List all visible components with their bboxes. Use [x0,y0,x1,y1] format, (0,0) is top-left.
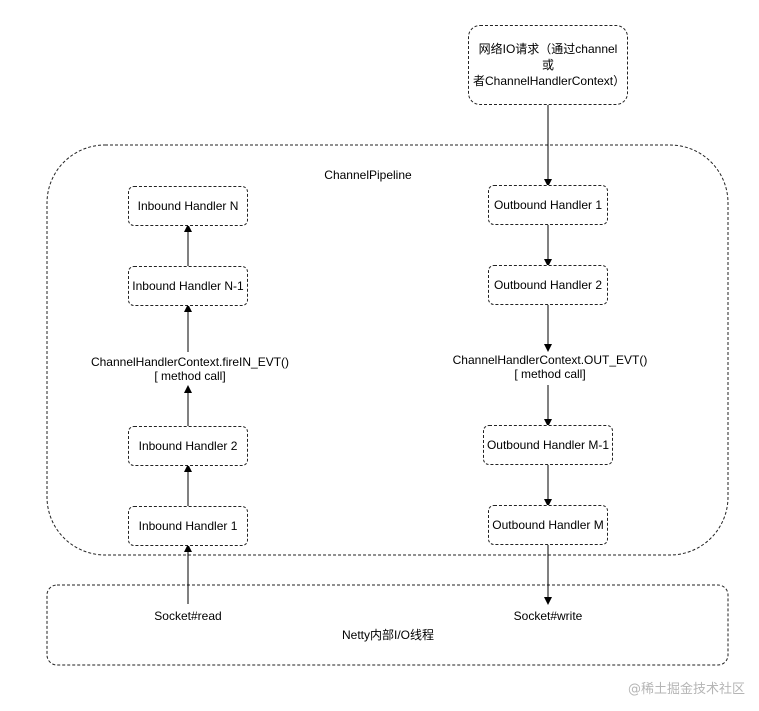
inbound-method-line1: ChannelHandlerContext.fireIN_EVT() [90,355,290,369]
io-thread-title: Netty内部I/O线程 [341,628,434,642]
outbound-handler-m: Outbound Handler M [488,505,608,545]
outbound-method-line1: ChannelHandlerContext.OUT_EVT() [452,353,648,367]
outbound-method-line2: [ method call] [514,367,586,381]
inbound-method-call-label: ChannelHandlerContext.fireIN_EVT() [ met… [83,354,297,384]
socket-read-label: Socket#read [154,609,222,623]
outbound-handler-1: Outbound Handler 1 [488,185,608,225]
socket-write-label: Socket#write [513,609,583,623]
pipeline-region-outline [46,144,729,556]
inbound-handler-n-minus-1: Inbound Handler N-1 [128,266,248,306]
request-box-line1: 网络IO请求（通过channel或 [478,42,618,72]
outbound-handler-2: Outbound Handler 2 [488,265,608,305]
pipeline-title: ChannelPipeline [324,168,412,182]
network-io-request-box: 网络IO请求（通过channel或 者ChannelHandlerContext… [468,25,628,105]
io-thread-region-outline [46,584,729,666]
inbound-handler-1: Inbound Handler 1 [128,506,248,546]
watermark: @稀土掘金技术社区 [627,682,745,697]
outbound-method-call-label: ChannelHandlerContext.OUT_EVT() [ method… [443,352,657,382]
inbound-method-line2: [ method call] [154,369,226,383]
inbound-handler-n: Inbound Handler N [128,186,248,226]
request-box-line2: 者ChannelHandlerContext） [473,74,626,88]
outbound-handler-m-minus-1: Outbound Handler M-1 [483,425,613,465]
inbound-handler-2: Inbound Handler 2 [128,426,248,466]
